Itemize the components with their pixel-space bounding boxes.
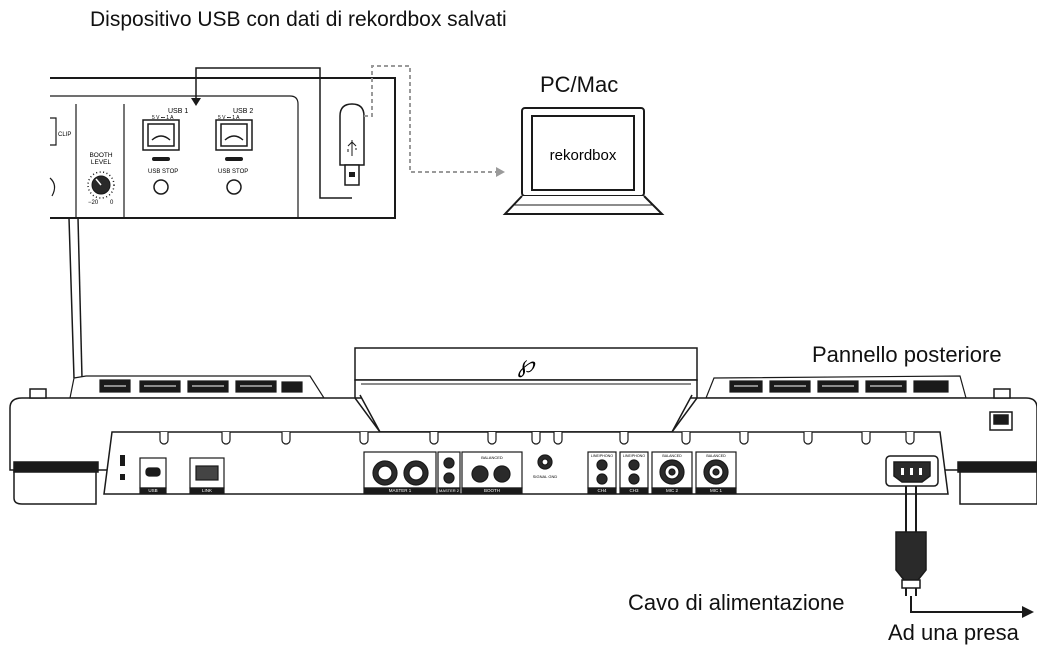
ch3-line-phono-label: LINE/PHONO [623,454,645,458]
master2-outputs[interactable] [437,451,461,494]
brand-logo-icon: ℘ [518,351,536,378]
mic1-label: MIC 1 [710,488,722,493]
mic2-label: MIC 2 [666,488,678,493]
signal-gnd-terminal[interactable] [537,454,553,470]
usb2-power-label: 5 V ⎓ 1 A [218,115,240,121]
laptop-screen-text: rekordbox [550,147,617,164]
rear-panel-label: Pannello posteriore [812,342,1002,367]
zoom-panel [49,77,396,219]
usb1-port[interactable] [142,119,180,151]
security-slot-icon [120,455,125,466]
rear-panel [103,431,949,495]
computer-label: PC/Mac [540,72,619,97]
power-cable-line [910,596,1024,613]
ch4-line-phono-label: LINE/PHONO [591,454,613,458]
lock-icon [120,474,125,480]
usb1-stop-button[interactable] [153,179,169,195]
zoom-leader-lines [68,217,83,379]
power-plug-icon [895,486,927,596]
ch3-inputs[interactable] [619,451,649,494]
rear-usb-port[interactable] [139,457,167,494]
usb1-indicator [152,157,170,161]
usb2-stop-label: USB STOP [218,169,248,175]
power-cable-label: Cavo di alimentazione [628,590,845,615]
outlet-label: Ad una presa [888,620,1019,645]
usb2-label: USB 2 [233,108,253,115]
rear-usb-label: USB [148,488,157,493]
usb1-stop-label: USB STOP [148,169,178,175]
laptop-stand [354,347,698,433]
dashed-arrow-head-icon [496,167,505,177]
usb1-power-label: 5 V ⎓ 1 A [152,115,174,121]
booth-label: BOOTH [89,152,112,159]
signal-gnd-label: SIGNAL GND [533,474,558,479]
mic2-input[interactable] [651,451,693,494]
ch4-label: CH4 [597,488,606,493]
booth-balanced-label: BALANCED [481,455,503,460]
power-arrow-icon [1022,606,1034,618]
usb-to-computer-arrow [364,65,500,173]
ch3-label: CH3 [629,488,638,493]
booth-min-label: −20 [88,200,99,206]
ch4-inputs[interactable] [587,451,617,494]
usb2-port[interactable] [215,119,253,151]
link-label: LINK [202,488,212,493]
mic1-input[interactable] [695,451,737,494]
booth-output-label: BOOTH [484,488,500,493]
usb-arrow-icon [191,98,201,106]
mic1-balanced-label: BALANCED [706,454,726,458]
right-deck-top [705,375,967,399]
diagram-title: Dispositivo USB con dati di rekordbox sa… [90,8,507,31]
link-port[interactable] [189,457,225,494]
usb2-indicator [225,157,243,161]
left-deck-top [69,375,326,399]
booth-level-knob[interactable] [87,171,115,199]
master1-outputs[interactable] [363,451,437,494]
ac-inlet[interactable] [885,455,939,487]
usb2-stop-button[interactable] [226,179,242,195]
usb1-label: USB 1 [168,108,188,115]
usb-connection-line [195,67,352,199]
master2-label: MASTER 2 [439,488,460,493]
mic2-balanced-label: BALANCED [662,454,682,458]
booth-outputs[interactable] [461,451,523,494]
master1-label: MASTER 1 [389,488,412,493]
booth-max-label: 0 [110,200,114,206]
laptop-icon [502,107,665,215]
level-label: LEVEL [91,159,112,166]
clip-label: CLIP [58,132,71,138]
